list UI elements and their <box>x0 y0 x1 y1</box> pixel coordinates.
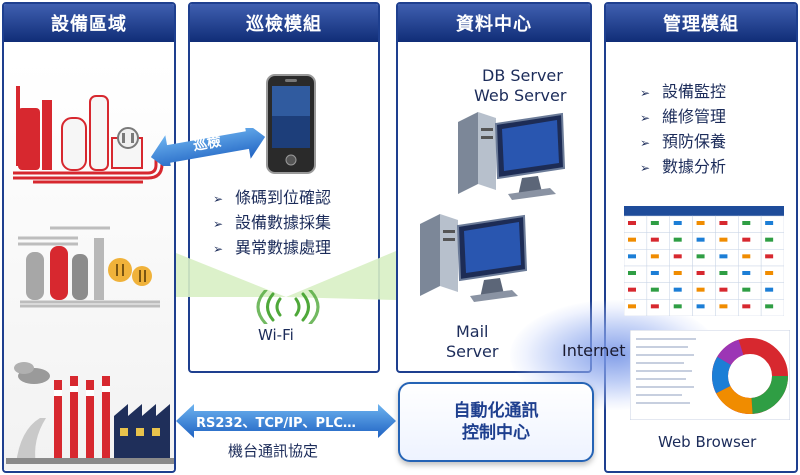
inspect-double-arrow <box>150 128 266 166</box>
db-server-label: DB Server <box>482 66 563 85</box>
list-item: ➢條碼到位確認 <box>213 186 331 211</box>
automation-control-center: 自動化通訊 控制中心 <box>398 382 594 462</box>
list-item: ➢預防保養 <box>640 130 726 155</box>
web-server-label: Web Server <box>474 86 567 105</box>
list-item: ➢設備監控 <box>640 80 726 105</box>
server-monitor-icon <box>458 112 566 200</box>
list-item: ➢數據分析 <box>640 155 726 180</box>
arrow-bullet-icon: ➢ <box>213 192 224 206</box>
wifi-icon <box>256 290 320 324</box>
list-item: ➢設備數據採集 <box>213 211 331 236</box>
web-browser-label: Web Browser <box>658 433 757 451</box>
control-center-line1: 自動化通訊 <box>453 401 539 421</box>
panel-management-title: 管理模組 <box>606 4 796 42</box>
calendar-grid-icon <box>624 206 784 316</box>
wifi-label: Wi-Fi <box>258 326 294 344</box>
protocol-double-arrow <box>176 404 396 438</box>
panel-datacenter-title: 資料中心 <box>398 4 590 42</box>
arrow-bullet-icon: ➢ <box>213 242 224 256</box>
donut-chart-icon <box>630 330 790 420</box>
wifi-beam-shapes <box>176 251 396 300</box>
arrow-bullet-icon: ➢ <box>213 217 224 231</box>
arrow-bullet-icon: ➢ <box>640 136 651 150</box>
protocol-arrow-label: RS232、TCP/IP、PLC… <box>196 416 356 431</box>
refinery-red-icon <box>13 86 164 184</box>
server-monitor-icon <box>420 214 528 302</box>
control-center-line2: 控制中心 <box>462 423 530 443</box>
panel-inspection-title: 巡檢模組 <box>190 4 378 42</box>
list-item: ➢異常數據處理 <box>213 236 331 261</box>
arrow-bullet-icon: ➢ <box>640 161 651 175</box>
panel-equipment-title: 設備區域 <box>4 4 174 42</box>
factory-icon <box>6 362 174 464</box>
arrow-bullet-icon: ➢ <box>640 111 651 125</box>
mail-label: Mail <box>456 322 489 341</box>
smartphone-icon[interactable] <box>266 74 316 174</box>
plant-tanks-icon <box>18 226 160 308</box>
inspection-bullet-list: ➢條碼到位確認 ➢設備數據採集 ➢異常數據處理 <box>213 186 331 261</box>
management-bullet-list: ➢設備監控 ➢維修管理 ➢預防保養 ➢數據分析 <box>640 80 726 180</box>
server-label: Server <box>446 342 499 361</box>
list-item: ➢維修管理 <box>640 105 726 130</box>
protocol-caption: 機台通訊協定 <box>228 442 319 460</box>
internet-label: Internet <box>562 341 626 360</box>
arrow-bullet-icon: ➢ <box>640 86 651 100</box>
panel-inspection-module: 巡檢模組 <box>188 2 380 373</box>
